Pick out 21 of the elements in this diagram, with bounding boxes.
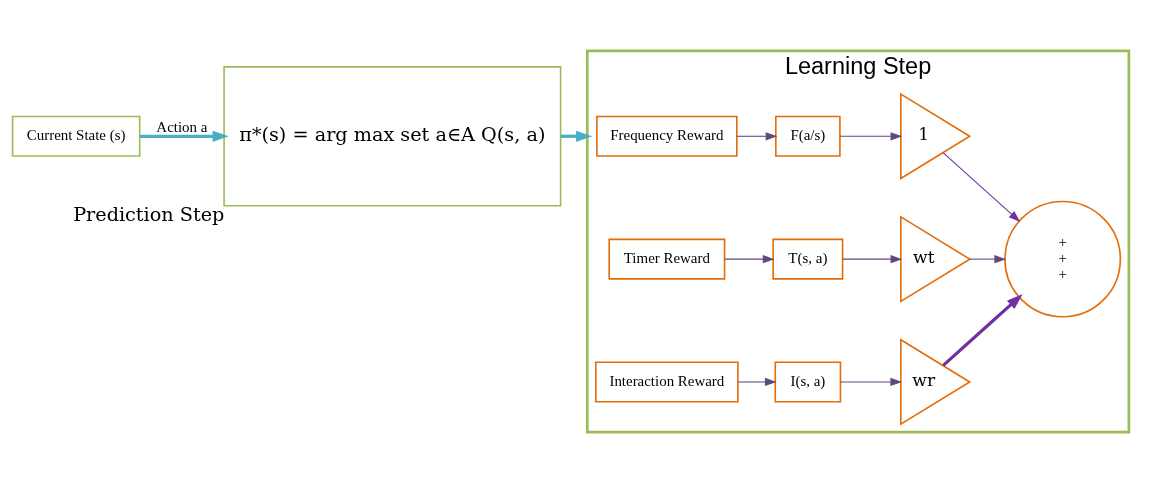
node-box: F(a/s) xyxy=(775,115,841,157)
node-box: I(s, a) xyxy=(774,361,842,403)
arrow xyxy=(736,132,778,141)
arrow xyxy=(839,132,903,141)
node-box: Frequency Reward xyxy=(596,115,738,157)
arrow xyxy=(969,255,1007,264)
edge-label: Action a xyxy=(156,119,208,136)
node-label: Prediction Step xyxy=(73,203,225,227)
arrow xyxy=(942,152,1021,222)
arrow xyxy=(140,130,229,142)
arrow xyxy=(737,377,777,387)
node-box: π*(s) = arg max set a∈A Q(s, a) xyxy=(223,66,562,207)
node-box: T(s, a) xyxy=(772,238,844,280)
arrow xyxy=(842,255,903,264)
node-box: Interaction Reward xyxy=(595,361,739,403)
arrow xyxy=(942,294,1023,367)
arrow xyxy=(724,255,775,264)
arrow xyxy=(560,130,593,142)
node-box: Timer Reward xyxy=(608,238,726,280)
arrow xyxy=(840,377,903,387)
node-box: Current State (s) xyxy=(11,115,141,157)
